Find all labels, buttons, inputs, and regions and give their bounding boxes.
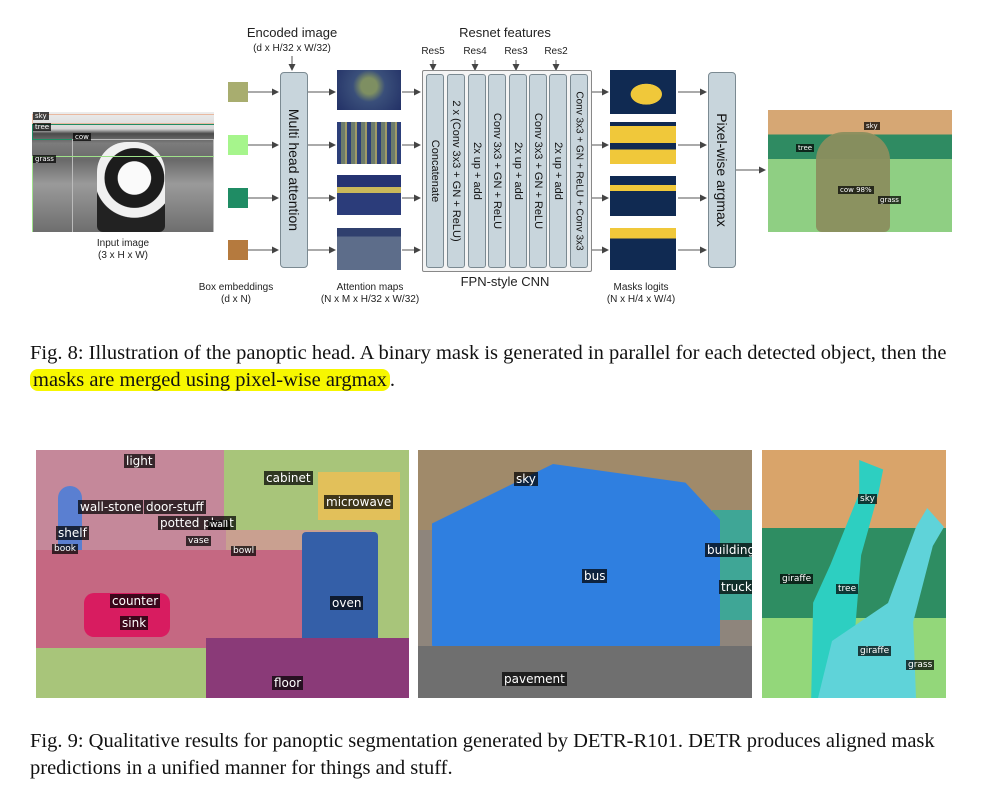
fpn-col-conv: Conv 3x3 + GN + ReLU [529, 74, 547, 268]
tag-tree: tree [796, 144, 815, 152]
attention-map-4 [337, 228, 401, 270]
attention-map-3 [337, 175, 401, 215]
tag-shelf: shelf [56, 526, 89, 540]
mask-logit-2 [610, 122, 676, 164]
masks-logits-label: Masks logits [613, 282, 669, 293]
tag-grass: grass [906, 660, 935, 670]
tag-grass: grass [33, 155, 56, 163]
figure-9-caption: Fig. 9: Qualitative results for panoptic… [30, 730, 935, 779]
pavement-region [418, 646, 752, 698]
tag-floor: floor [272, 676, 304, 690]
mask-logit-4 [610, 228, 676, 270]
pixel-wise-argmax-block: Pixel-wise argmax [708, 72, 736, 268]
cow-shape [97, 142, 165, 232]
box-sky [32, 114, 214, 124]
input-image-dims: (3 x H x W) [98, 250, 148, 261]
tag-microwave: microwave [324, 495, 394, 509]
figure-8-caption: Fig. 8: Illustration of the panoptic hea… [30, 340, 970, 394]
tag-sky: sky [864, 122, 880, 130]
caption-8-suffix: . [389, 369, 396, 391]
resnet-title: Resnet features [459, 25, 551, 40]
encoded-image-title: Encoded image [246, 25, 338, 40]
fpn-col-conv: 2 x (Conv 3x3 + GN + ReLU) [447, 74, 465, 268]
fpn-col-up: 2x up + add [509, 74, 527, 268]
tag-pavement: pavement [502, 672, 567, 686]
attention-maps-dims: (N x M x H/32 x W/32) [320, 294, 420, 305]
encoded-image-dims: (d x H/32 x W/32) [253, 43, 331, 54]
tag-sky: sky [33, 112, 49, 120]
attention-map-2 [337, 122, 401, 164]
tag-book: book [52, 544, 78, 554]
tag-tree: tree [33, 123, 52, 131]
tag-grass: grass [878, 196, 901, 204]
tag-bus: bus [582, 569, 608, 583]
tag-light: light [124, 454, 155, 468]
cow-mask [816, 132, 890, 232]
tag-giraffe: giraffe [858, 646, 892, 656]
attention-map-1 [337, 70, 401, 110]
fpn-col-up: 2x up + add [468, 74, 486, 268]
mask-logit-3 [610, 176, 676, 216]
box-embedding-2 [228, 135, 248, 155]
tag-oven: oven [330, 596, 364, 610]
giraffe-image: sky giraffe tree giraffe grass [762, 450, 946, 698]
masks-logits-dims: (N x H/4 x W/4) [606, 294, 676, 305]
caption-8-prefix: Fig. 8: Illustration of the panoptic hea… [30, 342, 947, 364]
mask-logit-1 [610, 70, 676, 114]
fpn-col-concatenate: Concatenate [426, 74, 444, 268]
res-label: Res5 [421, 46, 445, 57]
attention-maps-label: Attention maps [336, 282, 404, 293]
tag-building: building [705, 543, 752, 557]
kitchen-image: light cabinet wall-stone door-stuff micr… [36, 450, 409, 698]
res-label: Res3 [504, 46, 528, 57]
tag-giraffe: giraffe [780, 574, 814, 584]
fpn-col-up: 2x up + add [549, 74, 567, 268]
bus-image: sky bus building truck pavement [418, 450, 752, 698]
output-image: sky tree cow 98% grass [768, 110, 952, 232]
tag-tree: tree [836, 584, 859, 594]
fpn-col-conv: Conv 3x3 + GN + ReLU [488, 74, 506, 268]
res-label: Res4 [463, 46, 487, 57]
res-label: Res2 [544, 46, 568, 57]
multi-head-attention-block: Multi head attention [280, 72, 308, 268]
tag-counter: counter [110, 594, 161, 608]
input-image: sky tree cow grass [32, 112, 214, 232]
argmax-label: Pixel-wise argmax [714, 113, 730, 227]
tag-cow: cow [73, 133, 91, 141]
tag-vase: vase [186, 536, 212, 546]
tag-truck: truck [719, 580, 752, 594]
box-embedding-1 [228, 82, 248, 102]
tag-sky: sky [514, 472, 538, 486]
box-tree [32, 124, 214, 140]
lower-cabinet-region [36, 648, 206, 698]
input-image-label: Input image [96, 238, 150, 249]
box-embedding-3 [228, 188, 248, 208]
box-cow [72, 139, 214, 232]
box-embeddings-dims: (d x N) [221, 294, 251, 305]
tag-sky: sky [858, 494, 877, 504]
fpn-col-conv-final: Conv 3x3 + GN + ReLU + Conv 3x3 [570, 74, 588, 268]
box-grass [32, 156, 214, 232]
tag-wall-stone: wall-stone [78, 500, 144, 514]
box-embedding-4 [228, 240, 248, 260]
tag-cow: cow 98% [838, 186, 874, 194]
mha-label: Multi head attention [286, 108, 302, 232]
tag-door-stuff: door-stuff [144, 500, 206, 514]
tag-sink: sink [120, 616, 149, 630]
floor-region [206, 638, 409, 698]
tag-bowl: bowl [231, 546, 257, 556]
fig8-arrows [248, 56, 766, 254]
tag-wall: wall [208, 520, 230, 530]
caption-8-highlight: masks are merged using pixel-wise argmax [30, 369, 390, 391]
tag-cabinet: cabinet [264, 471, 313, 485]
box-embeddings-label: Box embeddings [198, 282, 274, 293]
fpn-label: FPN-style CNN [460, 274, 550, 289]
